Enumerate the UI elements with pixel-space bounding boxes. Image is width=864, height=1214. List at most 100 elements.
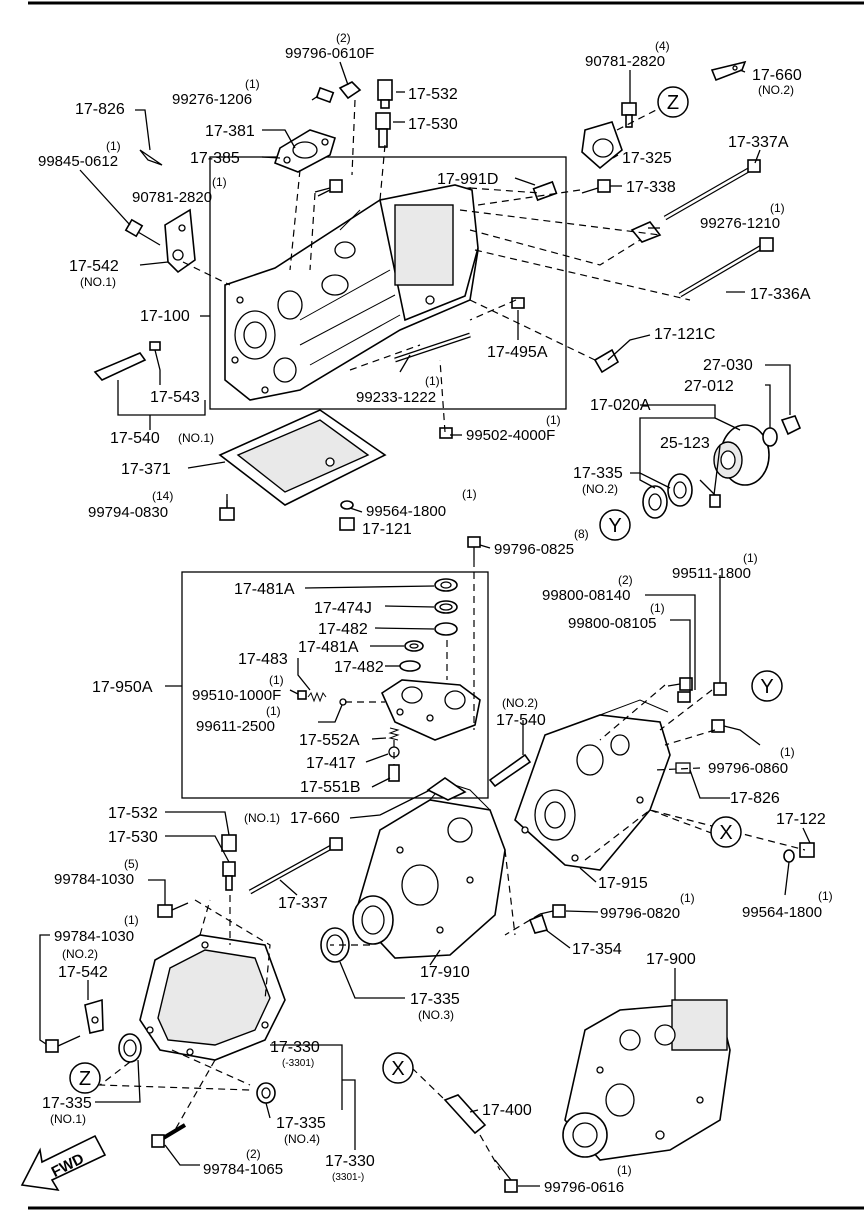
gasket-17-826-bottom: [675, 762, 691, 774]
label-17-950A: 17-950A: [92, 679, 153, 696]
bolt-99784-1030-b: [45, 1035, 81, 1053]
spring-17-483: [307, 691, 327, 703]
label-17-660-no1: 17-660: [290, 810, 340, 827]
bolt-99796-0616: [494, 1159, 518, 1193]
label-17-482-a: 17-482: [318, 621, 368, 638]
extension-housing-17-330: [139, 934, 286, 1061]
sub-17-542-no1: (NO.1): [80, 275, 116, 289]
gasket-17-826-top: [139, 149, 163, 166]
qty-99796-0616: (1): [617, 1163, 632, 1177]
plug-17-122: [799, 842, 815, 858]
washer-99564-1800-b: [783, 849, 795, 863]
label-99502-4000F: 99502-4000F: [466, 427, 555, 444]
bolt-99794-0830: [219, 494, 235, 521]
shaft-99233-1222: [394, 332, 471, 363]
qty-99800-08105: (1): [650, 601, 665, 615]
part-labels: (2) 99796-0610F (1) 99276-1206 17-532 17…: [38, 31, 833, 1196]
bracket-17-660-no1: [426, 777, 467, 801]
sub-17-540-no2: (NO.2): [502, 696, 538, 710]
label-90781-2820-b: 90781-2820: [585, 53, 665, 70]
svg-text:X: X: [719, 822, 732, 844]
label-99784-1065: 99784-1065: [203, 1161, 283, 1178]
label-17-482-b: 17-482: [334, 659, 384, 676]
plug-17-495A: [511, 297, 525, 309]
sub-17-660-no2: (NO.2): [758, 83, 794, 97]
flange-17-325: [581, 121, 623, 170]
svg-text:Y: Y: [760, 676, 773, 698]
bolt-99276-1206: [315, 86, 335, 104]
label-99611-2500: 99611-2500: [196, 718, 275, 735]
nut-27-030: [780, 415, 802, 436]
sub-17-335-no4: (NO.4): [284, 1132, 320, 1146]
leader-lines: [39, 61, 811, 1187]
qty-90781-2820-a: (1): [212, 175, 227, 189]
washer-17-481A-a: [434, 578, 458, 592]
zone-marker-x-middle: X: [710, 816, 742, 848]
qty-99276-1206: (1): [245, 77, 260, 91]
label-17-121: 17-121: [362, 521, 412, 538]
label-17-100: 17-100: [140, 308, 190, 325]
qty-99796-0610F: (2): [336, 31, 351, 45]
label-17-900: 17-900: [646, 951, 696, 968]
label-99276-1206: 99276-1206: [172, 91, 252, 108]
cover-plate-17-381: [274, 129, 336, 173]
label-99796-0825: 99796-0825: [494, 541, 574, 558]
sub-17-330-b: (3301-): [332, 1172, 364, 1183]
label-17-481A-b: 17-481A: [298, 639, 359, 656]
sensor-17-400: [443, 1094, 487, 1135]
label-27-030: 27-030: [703, 357, 753, 374]
sub-17-660-no1: (NO.1): [244, 811, 280, 825]
washer-27-012: [762, 427, 778, 447]
svg-text:Z: Z: [667, 92, 679, 114]
label-99800-08105: 99800-08105: [568, 615, 656, 632]
forward-direction-arrow: FWD: [20, 1134, 107, 1192]
label-17-020A: 17-020A: [590, 397, 651, 414]
label-17-325: 17-325: [622, 150, 672, 167]
label-17-335-no1: 17-335: [42, 1095, 92, 1112]
label-17-532-bottom: 17-532: [108, 805, 158, 822]
pin-17-991D: [532, 180, 558, 202]
label-99233-1222: 99233-1222: [356, 389, 436, 406]
qty-99502-4000F: (1): [546, 413, 561, 427]
label-17-483: 17-483: [238, 651, 288, 668]
label-17-552A: 17-552A: [299, 732, 360, 749]
qty-99564-1800-a: (1): [462, 487, 477, 501]
qty-99784-1065: (2): [246, 1147, 261, 1161]
bolt-17-338: [581, 179, 611, 194]
label-99564-1800-a: 99564-1800: [366, 503, 446, 520]
label-17-337: 17-337: [278, 895, 328, 912]
label-99845-0612: 99845-0612: [38, 153, 118, 170]
bolt-99800-08105: [677, 691, 691, 703]
bracket-17-660-no2: [710, 60, 747, 82]
qty-99794-0830: (14): [152, 489, 173, 503]
sub-17-335-no3: (NO.3): [418, 1008, 454, 1022]
label-27-012: 27-012: [684, 378, 734, 395]
seal-17-335-no3: [320, 927, 350, 963]
label-99796-0860: 99796-0860: [708, 760, 788, 777]
label-17-330-a: 17-330: [270, 1039, 320, 1056]
label-17-400: 17-400: [482, 1102, 532, 1119]
label-90781-2820-a: 90781-2820: [132, 189, 212, 206]
label-17-337A: 17-337A: [728, 134, 789, 151]
qty-99276-1210: (1): [770, 201, 785, 215]
label-99796-0616: 99796-0616: [544, 1179, 624, 1196]
label-17-543: 17-543: [150, 389, 200, 406]
spring-17-552A: [388, 727, 400, 741]
svg-text:X: X: [391, 1058, 404, 1080]
label-17-532-top: 17-532: [408, 86, 458, 103]
label-17-335-no3: 17-335: [410, 991, 460, 1008]
flange-17-020A: [713, 424, 770, 486]
label-17-910: 17-910: [420, 964, 470, 981]
sub-17-542-no2: (NO.2): [62, 947, 98, 961]
label-17-660-no2: 17-660: [752, 67, 802, 84]
label-17-336A: 17-336A: [750, 286, 811, 303]
plug-99502-4000F: [439, 427, 453, 439]
label-17-335-no2: 17-335: [573, 465, 623, 482]
qty-99796-0860: (1): [780, 745, 795, 759]
seal-17-482-a: [434, 622, 458, 636]
bolt-99845-0612: [124, 218, 161, 246]
case-group-box: [209, 156, 567, 410]
label-17-530-top: 17-530: [408, 116, 458, 133]
qty-99233-1222: (1): [425, 374, 440, 388]
bolt-99510-1000F: [297, 690, 307, 700]
